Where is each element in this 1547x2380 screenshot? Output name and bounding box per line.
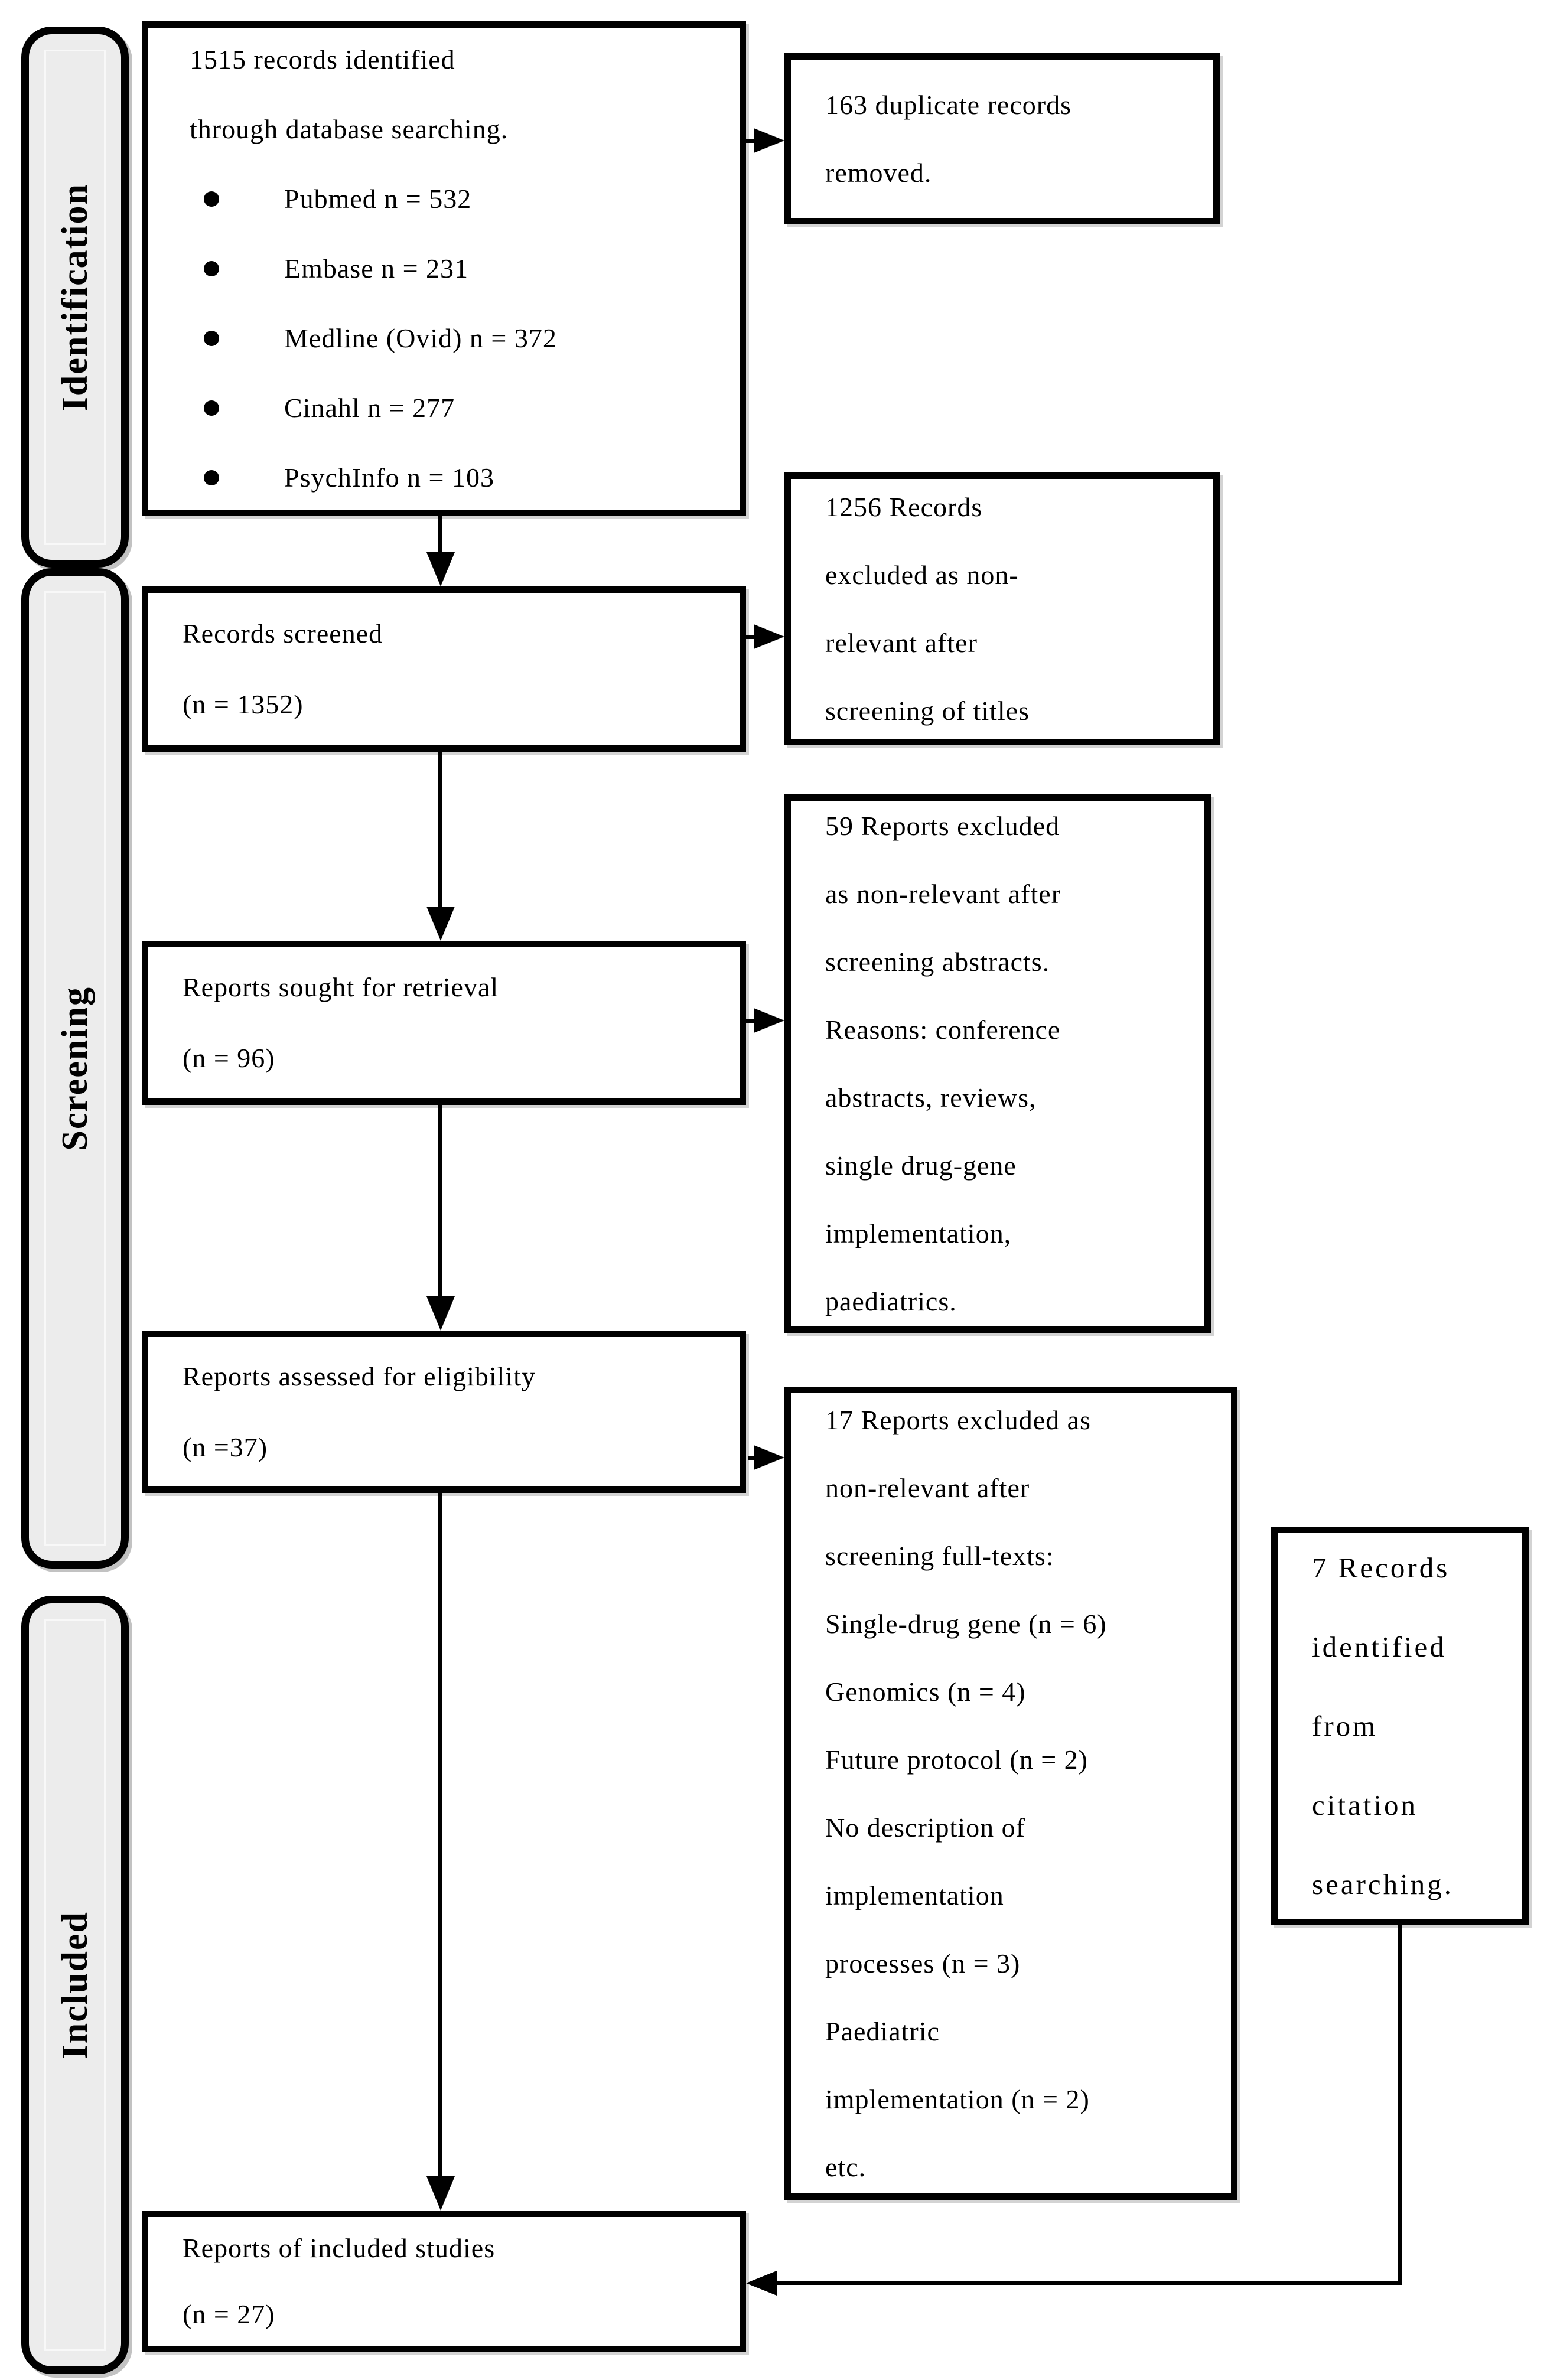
- citation-records-line: from: [1312, 1709, 1378, 1742]
- duplicates-removed-line: 163 duplicate records: [825, 90, 1071, 120]
- excluded-abstracts-line: Reasons: conference: [825, 1015, 1061, 1045]
- records-screened-count: (n = 1352): [183, 689, 304, 719]
- box-excluded-abstracts: 59 Reports excluded as non-relevant after…: [784, 794, 1211, 1333]
- citation-records-line: citation: [1312, 1788, 1418, 1821]
- box-citation-records: 7 Records identified from citation searching…: [1271, 1527, 1529, 1925]
- duplicates-removed-line: removed.: [825, 158, 932, 188]
- arrow-identified-to-screened-line: [438, 516, 442, 555]
- citation-records-line: searching.: [1312, 1867, 1454, 1900]
- box-excluded-fulltexts: 17 Reports excluded as non-relevant after…: [784, 1387, 1237, 2200]
- connector-citation-horizontal-line: [773, 2281, 1402, 2285]
- reports-sought-count: (n = 96): [183, 1043, 275, 1073]
- excluded-fulltexts-line: non-relevant after: [825, 1472, 1030, 1503]
- excluded-fulltexts-line: 17 Reports excluded as: [825, 1404, 1091, 1435]
- stage-screening: Screening: [21, 568, 129, 1569]
- arrow-screened-to-sought-line: [438, 752, 442, 909]
- box-duplicates-removed: 163 duplicate records removed.: [784, 53, 1220, 224]
- arrow-sought-to-abstracts-line: [746, 1019, 760, 1023]
- box-reports-included: Reports of included studies (n = 27): [142, 2211, 746, 2352]
- excluded-fulltexts-line: Paediatric: [825, 2016, 940, 2046]
- arrow-sought-to-assessed-line: [438, 1105, 442, 1299]
- arrow-sought-to-assessed-head: [426, 1296, 455, 1331]
- database-count-item: Medline (Ovid) n = 372: [198, 304, 716, 373]
- excluded-abstracts-line: abstracts, reviews,: [825, 1083, 1037, 1113]
- reports-included-label: Reports of included studies: [183, 2233, 496, 2263]
- excluded-fulltexts-line: implementation (n = 2): [825, 2084, 1090, 2114]
- excluded-titles-line: excluded as non-: [825, 560, 1019, 590]
- excluded-titles-line: 1256 Records: [825, 492, 983, 522]
- stage-identification-label: Identification: [54, 182, 95, 412]
- excluded-abstracts-line: as non-relevant after: [825, 879, 1061, 909]
- excluded-fulltexts-line: screening full-texts:: [825, 1540, 1054, 1571]
- reports-assessed-label: Reports assessed for eligibility: [183, 1361, 536, 1391]
- excluded-titles-line: screening of titles: [825, 696, 1030, 726]
- connector-citation-arrow-head: [746, 2271, 777, 2296]
- reports-assessed-count: (n =37): [183, 1432, 268, 1462]
- arrow-identified-to-screened-head: [426, 552, 455, 586]
- excluded-abstracts-line: implementation,: [825, 1218, 1012, 1248]
- arrow-screened-to-titles-head: [754, 624, 784, 649]
- box-records-identified: 1515 records identified through database…: [142, 21, 746, 516]
- arrow-screened-to-titles-line: [746, 635, 760, 639]
- excluded-abstracts-line: 59 Reports excluded: [825, 811, 1060, 841]
- citation-records-line: identified: [1312, 1630, 1447, 1663]
- arrow-assessed-to-included-head: [426, 2176, 455, 2211]
- arrow-assessed-to-fulltexts-head: [754, 1445, 784, 1470]
- excluded-abstracts-line: screening abstracts.: [825, 947, 1050, 977]
- stage-screening-label: Screening: [54, 986, 95, 1151]
- reports-sought-label: Reports sought for retrieval: [183, 972, 499, 1002]
- box-reports-sought: Reports sought for retrieval (n = 96): [142, 941, 746, 1105]
- arrow-sought-to-abstracts-head: [754, 1008, 784, 1033]
- excluded-fulltexts-line: implementation: [825, 1880, 1004, 1910]
- box-excluded-titles: 1256 Records excluded as non-relevant aft…: [784, 472, 1220, 745]
- box-records-screened: Records screened (n = 1352): [142, 586, 746, 752]
- database-count-item: Pubmed n = 532: [198, 164, 716, 234]
- reports-included-count: (n = 27): [183, 2299, 275, 2329]
- arrow-screened-to-sought-head: [426, 907, 455, 941]
- records-identified-line: through database searching.: [190, 114, 509, 144]
- records-identified-line: 1515 records identified: [190, 44, 455, 74]
- records-screened-label: Records screened: [183, 618, 383, 648]
- excluded-fulltexts-line: Future protocol (n = 2): [825, 1744, 1088, 1775]
- stage-included: Included: [21, 1596, 129, 2374]
- excluded-fulltexts-line: processes (n = 3): [825, 1948, 1021, 1978]
- excluded-titles-line: relevant after: [825, 628, 978, 658]
- stage-included-label: Included: [54, 1910, 95, 2059]
- database-count-item: PsychInfo n = 103: [198, 443, 716, 513]
- arrow-identified-to-duplicates-line: [746, 139, 760, 143]
- stage-identification: Identification: [21, 27, 129, 568]
- excluded-fulltexts-line: Genomics (n = 4): [825, 1676, 1026, 1707]
- connector-citation-vertical-line: [1398, 1925, 1402, 2285]
- excluded-abstracts-line: paediatrics.: [825, 1286, 957, 1316]
- excluded-abstracts-line: single drug-gene: [825, 1150, 1017, 1181]
- excluded-fulltexts-line: No description of: [825, 1812, 1025, 1843]
- arrow-assessed-to-included-line: [438, 1493, 442, 2179]
- citation-records-line: 7 Records: [1312, 1551, 1450, 1584]
- arrow-identified-to-duplicates-head: [754, 128, 784, 153]
- excluded-fulltexts-line: Single-drug gene (n = 6): [825, 1608, 1107, 1639]
- database-count-item: Cinahl n = 277: [198, 373, 716, 443]
- excluded-fulltexts-line: etc.: [825, 2151, 867, 2182]
- box-reports-assessed: Reports assessed for eligibility (n =37): [142, 1331, 746, 1493]
- database-count-item: Embase n = 231: [198, 234, 716, 304]
